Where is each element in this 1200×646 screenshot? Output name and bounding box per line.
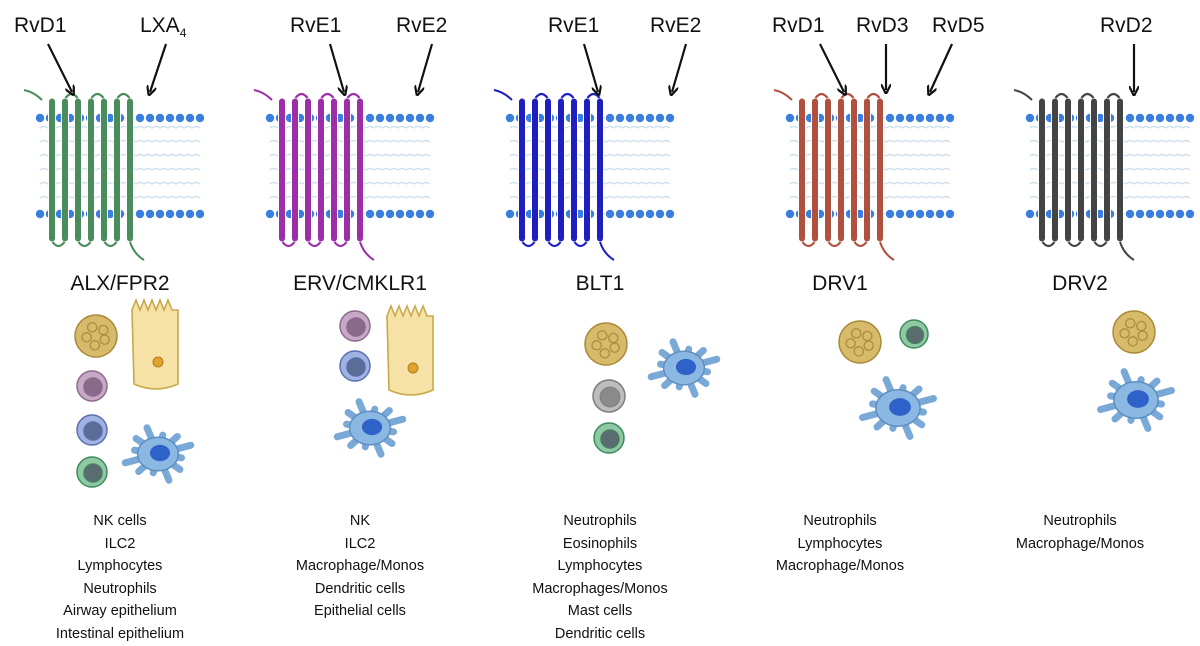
ligand-label: LXA4 xyxy=(140,14,186,40)
ligand-label: RvD3 xyxy=(856,14,909,38)
receptor-name: DRV2 xyxy=(1052,272,1108,295)
macrophage-icon xyxy=(1097,368,1175,432)
ligand-name: RvE1 xyxy=(548,14,600,37)
ligand-name: RvE1 xyxy=(290,14,342,37)
ligand-label: RvD1 xyxy=(772,14,825,38)
eosinophil-icon xyxy=(76,370,108,402)
ligand-subscript: 4 xyxy=(179,26,187,41)
cell-type-item: Macrophages/Monos xyxy=(532,580,668,597)
cell-type-item: NK xyxy=(349,513,371,529)
ligand-name: RvD5 xyxy=(932,14,985,37)
ligand-arrow xyxy=(328,43,344,92)
ligand-label: RvD2 xyxy=(1100,14,1153,38)
epithelial-cell-icon xyxy=(386,303,434,396)
ligand-arrow xyxy=(672,43,688,92)
macrophage-icon xyxy=(333,398,407,458)
expressing-cell-icons xyxy=(74,297,195,488)
cell-type-item: Neutrophils xyxy=(803,513,877,529)
epithelial-cell-icon xyxy=(131,297,179,390)
cell-type-item: Epithelial cells xyxy=(314,603,406,619)
ligand-name: RvD1 xyxy=(14,14,67,37)
receptor-panel xyxy=(493,43,721,454)
ligand-label: RvD1 xyxy=(14,14,67,38)
macrophage-icon xyxy=(647,338,721,398)
expressing-cell-icons xyxy=(838,319,937,440)
cell-type-item: Neutrophils xyxy=(563,513,637,529)
gpcr-receptor xyxy=(23,89,145,261)
eosinophil-icon xyxy=(339,310,371,342)
gpcr-receptor xyxy=(253,89,375,261)
ligand-arrow xyxy=(582,43,598,92)
ligand-name: RvD3 xyxy=(856,14,909,37)
macrophage-icon xyxy=(859,376,937,440)
cell-type-item: Lymphocytes xyxy=(77,558,163,574)
cell-type-item: Neutrophils xyxy=(83,580,157,597)
ligand-label: RvE2 xyxy=(650,14,701,38)
cell-type-item: Dendritic cells xyxy=(554,625,646,642)
ligand-label: RvE1 xyxy=(290,14,341,38)
cell-type-item: ILC2 xyxy=(104,535,136,552)
ligand-arrow xyxy=(418,43,434,92)
lymphocyte-icon xyxy=(593,422,625,454)
nk-cell-icon xyxy=(339,350,371,382)
expressing-cell-icons xyxy=(1097,310,1175,432)
ligand-name: RvD1 xyxy=(772,14,825,37)
lymphocyte-icon xyxy=(76,456,108,488)
expressing-cell-icons xyxy=(584,322,721,454)
ligand-name: RvE2 xyxy=(396,14,448,37)
ligand-label: RvE1 xyxy=(548,14,599,38)
cell-type-item: Dendritic cells xyxy=(314,580,406,597)
receptor-name: ALX/FPR2 xyxy=(70,272,170,295)
ligand-arrow xyxy=(150,43,168,92)
neutrophil-icon xyxy=(838,320,882,364)
cell-type-item: Intestinal epithelium xyxy=(55,625,185,642)
cell-type-item: Neutrophils xyxy=(1043,513,1117,529)
ligand-name: LXA xyxy=(140,14,180,37)
cell-type-item: Lymphocytes xyxy=(557,558,643,574)
receptor-panel xyxy=(23,43,205,488)
receptor-panel xyxy=(1013,44,1195,432)
neutrophil-icon xyxy=(1112,310,1156,354)
cell-type-item: Macrophage/Monos xyxy=(1015,535,1145,552)
receptor-name: BLT1 xyxy=(575,272,625,295)
cell-type-item: Macrophage/Monos xyxy=(295,558,425,574)
cell-type-item: Lymphocytes xyxy=(797,535,883,552)
cell-type-item: Airway epithelium xyxy=(63,603,177,619)
neutrophil-icon xyxy=(74,314,118,358)
gpcr-receptor xyxy=(1013,89,1135,261)
nk-cell-icon xyxy=(76,414,108,446)
expressing-cell-icons xyxy=(333,303,434,458)
gpcr-receptor xyxy=(773,89,895,261)
ligand-arrow xyxy=(930,43,953,92)
ligand-label: RvD5 xyxy=(932,14,985,38)
receptor-name: DRV1 xyxy=(812,272,868,295)
ligand-arrow xyxy=(819,43,844,92)
cell-type-item: Mast cells xyxy=(567,603,633,619)
ligand-name: RvE2 xyxy=(650,14,702,37)
ligand-name: RvD2 xyxy=(1100,14,1153,37)
neutrophil-icon xyxy=(584,322,628,366)
lymphocyte-icon xyxy=(899,319,929,349)
receptor-panel xyxy=(253,43,435,458)
macrophage-icon xyxy=(121,424,195,484)
gpcr-receptor xyxy=(493,89,615,261)
receptor-name: ERV/CMKLR1 xyxy=(293,272,427,295)
cell-type-item: NK cells xyxy=(93,513,147,529)
receptor-panel xyxy=(773,43,955,440)
ligand-arrow xyxy=(47,43,72,92)
mast-cell-icon xyxy=(592,379,626,413)
cell-type-item: ILC2 xyxy=(344,535,376,552)
cell-type-item: Eosinophils xyxy=(562,535,638,552)
cell-type-item: Macrophage/Monos xyxy=(775,558,905,574)
ligand-label: RvE2 xyxy=(396,14,447,38)
